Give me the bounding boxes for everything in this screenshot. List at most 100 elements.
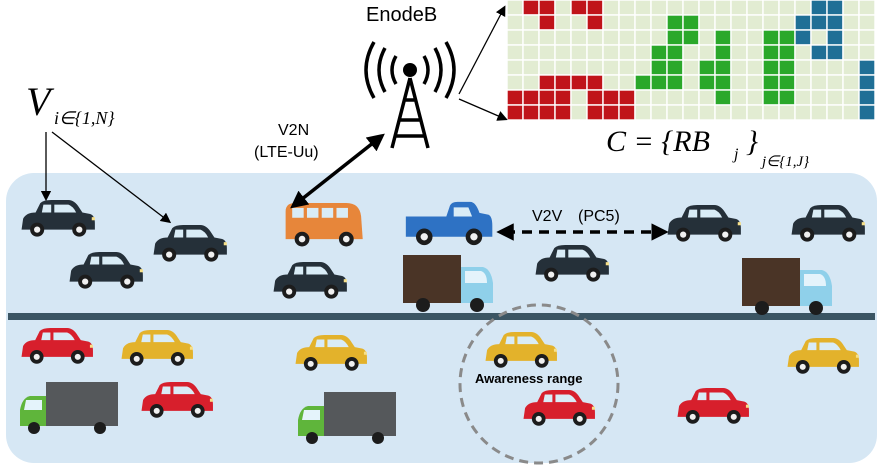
resource-block-cell bbox=[602, 104, 620, 121]
resource-block-cell bbox=[858, 104, 876, 121]
resource-block-cell bbox=[618, 74, 636, 91]
resource-block-cell bbox=[842, 74, 860, 91]
enodeb-label: EnodeB bbox=[366, 4, 438, 26]
resource-block-cell bbox=[554, 74, 572, 91]
resource-block-cell bbox=[794, 0, 812, 16]
resource-block-cell bbox=[634, 104, 652, 121]
resource-block-cell bbox=[682, 44, 700, 61]
resource-block-cell bbox=[666, 0, 684, 16]
resource-block-cell bbox=[778, 89, 796, 106]
rb-set-subscript: j∈{1,J} bbox=[762, 154, 810, 170]
resource-block-cell bbox=[858, 29, 876, 46]
resource-block-cell bbox=[682, 29, 700, 46]
resource-block-cell bbox=[522, 59, 540, 76]
resource-block-cell bbox=[698, 104, 716, 121]
resource-block-cell bbox=[794, 74, 812, 91]
resource-block-cell bbox=[634, 74, 652, 91]
resource-block-cell bbox=[634, 29, 652, 46]
resource-block-cell bbox=[842, 44, 860, 61]
resource-block-cell bbox=[650, 0, 668, 16]
resource-block-cell bbox=[778, 104, 796, 121]
resource-block-cell bbox=[554, 0, 572, 16]
vehicle-truck-brown bbox=[742, 258, 832, 315]
resource-block-cell bbox=[522, 0, 540, 16]
resource-block-cell bbox=[618, 59, 636, 76]
resource-block-cell bbox=[762, 89, 780, 106]
resource-block-cell bbox=[762, 104, 780, 121]
resource-block-cell bbox=[746, 59, 764, 76]
resource-block-cell bbox=[650, 59, 668, 76]
resource-block-cell bbox=[794, 44, 812, 61]
resource-block-cell bbox=[506, 74, 524, 91]
resource-block-cell bbox=[666, 74, 684, 91]
resource-block-cell bbox=[698, 0, 716, 16]
rb-set-formula: C = {RB bbox=[606, 125, 710, 158]
resource-block-cell bbox=[522, 89, 540, 106]
pointer-arrow-grid-top bbox=[458, 5, 506, 95]
vehicle-truck-brown bbox=[403, 255, 493, 312]
resource-block-cell bbox=[746, 104, 764, 121]
resource-block-cell bbox=[554, 59, 572, 76]
resource-block-cell bbox=[586, 0, 604, 16]
resource-block-cell bbox=[506, 104, 524, 121]
resource-block-cell bbox=[762, 59, 780, 76]
resource-block-cell bbox=[714, 0, 732, 16]
resource-block-cell bbox=[810, 74, 828, 91]
resource-block-cell bbox=[730, 29, 748, 46]
resource-block-cell bbox=[746, 29, 764, 46]
resource-block-cell bbox=[522, 44, 540, 61]
resource-block-cell bbox=[634, 14, 652, 31]
resource-block-cell bbox=[730, 59, 748, 76]
v2n-label: V2N bbox=[278, 122, 310, 139]
resource-block-cell bbox=[682, 0, 700, 16]
resource-block-cell bbox=[506, 59, 524, 76]
resource-block-cell bbox=[586, 14, 604, 31]
resource-block-cell bbox=[858, 0, 876, 16]
resource-block-cell bbox=[778, 29, 796, 46]
resource-block-cell bbox=[810, 29, 828, 46]
resource-block-cell bbox=[858, 59, 876, 76]
resource-block-cell bbox=[538, 0, 556, 16]
resource-block-cell bbox=[714, 29, 732, 46]
resource-block-cell bbox=[570, 59, 588, 76]
resource-block-cell bbox=[506, 29, 524, 46]
resource-block-cell bbox=[810, 0, 828, 16]
resource-block-cell bbox=[650, 104, 668, 121]
resource-block-cell bbox=[714, 59, 732, 76]
resource-block-cell bbox=[586, 89, 604, 106]
resource-block-cell bbox=[666, 44, 684, 61]
resource-block-cell bbox=[826, 29, 844, 46]
resource-block-cell bbox=[778, 0, 796, 16]
resource-block-cell bbox=[858, 44, 876, 61]
resource-block-cell bbox=[554, 29, 572, 46]
resource-block-cell bbox=[602, 59, 620, 76]
vehicle-truck-gray bbox=[298, 392, 396, 444]
resource-block-cell bbox=[634, 0, 652, 16]
resource-block-cell bbox=[570, 89, 588, 106]
pointer-arrow-grid-bottom bbox=[458, 98, 508, 121]
resource-block-cell bbox=[762, 0, 780, 16]
resource-block-cell bbox=[698, 14, 716, 31]
resource-block-cell bbox=[618, 29, 636, 46]
resource-block-cell bbox=[682, 89, 700, 106]
resource-block-cell bbox=[714, 14, 732, 31]
resource-block-cell bbox=[842, 0, 860, 16]
resource-block-cell bbox=[778, 14, 796, 31]
resource-block-cell bbox=[730, 89, 748, 106]
resource-block-cell bbox=[586, 74, 604, 91]
resource-block-cell bbox=[794, 104, 812, 121]
resource-block-cell bbox=[602, 0, 620, 16]
resource-block-cell bbox=[650, 14, 668, 31]
v2n-link-arrow bbox=[290, 133, 385, 209]
resource-block-cell bbox=[586, 59, 604, 76]
vehicle-truck-gray bbox=[20, 382, 118, 434]
resource-block-cell bbox=[810, 14, 828, 31]
resource-block-cell bbox=[826, 44, 844, 61]
resource-block-cell bbox=[714, 89, 732, 106]
resource-block-cell bbox=[618, 14, 636, 31]
v2v-label: V2V bbox=[532, 208, 563, 225]
resource-block-cell bbox=[826, 104, 844, 121]
resource-block-cell bbox=[522, 74, 540, 91]
resource-block-cell bbox=[570, 104, 588, 121]
